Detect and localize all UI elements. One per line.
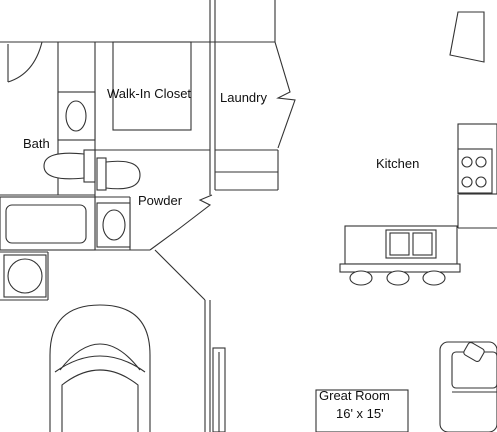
label-laundry: Laundry [220, 90, 267, 105]
stool-icon [422, 270, 446, 286]
stool-icon [349, 270, 373, 286]
label-kitchen: Kitchen [376, 156, 419, 171]
bath-toilet-icon [43, 152, 85, 180]
label-bath: Bath [23, 136, 50, 151]
island-sink-bowl [389, 232, 410, 256]
bath-toilet-tank [83, 149, 96, 183]
powder-toilet-tank [96, 157, 107, 191]
bathtub-basin [5, 204, 87, 244]
burner-icon [461, 176, 473, 188]
bath-sink-icon [65, 100, 87, 132]
powder-sink-icon [102, 209, 126, 241]
range-cooktop [457, 148, 493, 194]
burner-icon [475, 156, 487, 168]
fixtures [0, 11, 497, 432]
room-labels: Walk-In Closet Laundry Bath Powder Kitch… [23, 86, 419, 421]
closet-shelf [112, 41, 192, 131]
label-powder: Powder [138, 193, 183, 208]
burner-icon [475, 176, 487, 188]
water-heater-icon [7, 258, 43, 294]
sofa-pillow [463, 341, 485, 363]
stool-icon [386, 270, 410, 286]
label-walk-in-closet: Walk-In Closet [107, 86, 191, 101]
coffee-table [315, 389, 409, 432]
powder-toilet-icon [105, 160, 141, 190]
label-great-room-size: 16' x 15' [336, 406, 384, 421]
burner-icon [461, 156, 473, 168]
range-hood [449, 11, 485, 63]
island-sink-bowl [412, 232, 433, 256]
label-great-room: Great Room [319, 388, 390, 403]
car-icon [49, 304, 151, 432]
